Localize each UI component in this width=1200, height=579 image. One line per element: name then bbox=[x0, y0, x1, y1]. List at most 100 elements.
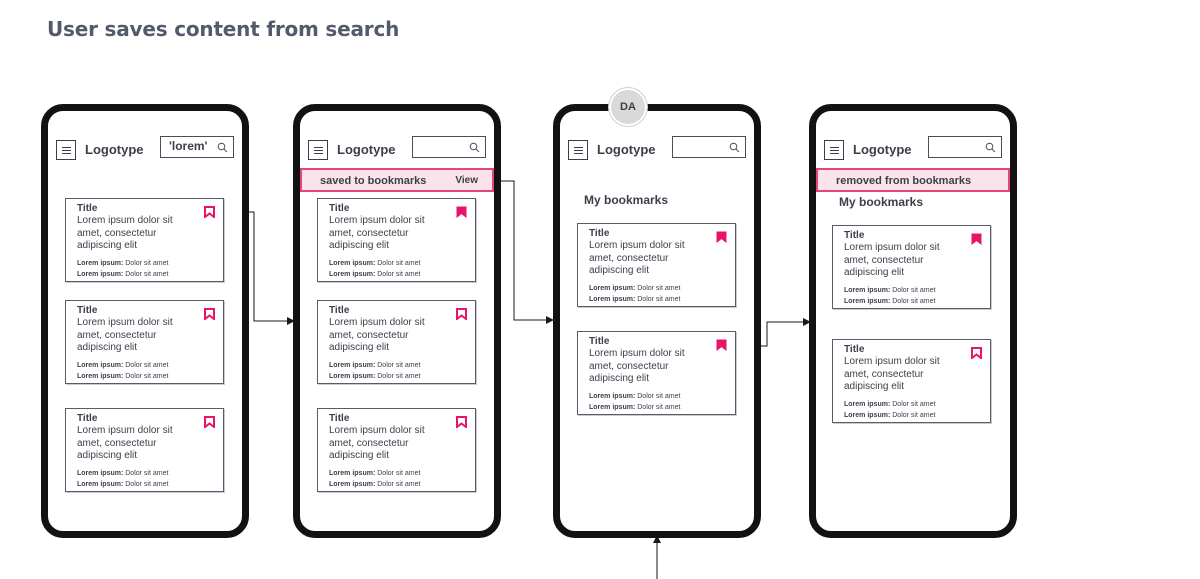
search-icon[interactable] bbox=[469, 142, 480, 153]
card-meta-label: Lorem ipsum: bbox=[77, 260, 124, 267]
card-meta-label: Lorem ipsum: bbox=[589, 296, 636, 303]
card-meta-value: Dolor sit amet bbox=[377, 362, 421, 369]
card-meta-label: Lorem ipsum: bbox=[589, 404, 636, 411]
hamburger-menu-icon[interactable] bbox=[308, 140, 328, 160]
card-body: Lorem ipsum dolor sit amet, consectetur … bbox=[77, 425, 173, 461]
card-meta-value: Dolor sit amet bbox=[125, 362, 169, 369]
card-meta-label: Lorem ipsum: bbox=[329, 470, 376, 477]
card-meta-label: Lorem ipsum: bbox=[589, 285, 636, 292]
card-meta-label: Lorem ipsum: bbox=[77, 373, 124, 380]
card-body: Lorem ipsum dolor sit amet, consectetur … bbox=[844, 356, 940, 392]
card-title: Title bbox=[589, 228, 610, 239]
hamburger-menu-icon[interactable] bbox=[824, 140, 844, 160]
card-meta: Lorem ipsum: Dolor sit amet bbox=[329, 470, 420, 477]
card-meta: Lorem ipsum: Dolor sit amet bbox=[844, 287, 935, 294]
logo: Logotype bbox=[85, 142, 144, 157]
bookmark-outline-icon[interactable] bbox=[971, 347, 982, 359]
card-meta: Lorem ipsum: Dolor sit amet bbox=[329, 373, 420, 380]
card-meta: Lorem ipsum: Dolor sit amet bbox=[329, 260, 420, 267]
card-meta: Lorem ipsum: Dolor sit amet bbox=[589, 296, 680, 303]
card-title: Title bbox=[589, 336, 610, 347]
search-input[interactable]: 'lorem' bbox=[160, 136, 234, 158]
bookmark-outline-icon[interactable] bbox=[204, 206, 215, 218]
logo: Logotype bbox=[853, 142, 912, 157]
card-meta-label: Lorem ipsum: bbox=[844, 287, 891, 294]
card-body: Lorem ipsum dolor sit amet, consectetur … bbox=[589, 348, 685, 384]
app-header: Logotype bbox=[824, 136, 1002, 166]
bookmark-outline-icon[interactable] bbox=[456, 416, 467, 428]
search-icon[interactable] bbox=[217, 142, 228, 153]
bookmark-outline-icon[interactable] bbox=[204, 416, 215, 428]
card-body: Lorem ipsum dolor sit amet, consectetur … bbox=[329, 215, 425, 251]
bookmark-outline-icon[interactable] bbox=[456, 308, 467, 320]
toast-removed-from-bookmarks: removed from bookmarks bbox=[816, 168, 1010, 192]
hamburger-menu-icon[interactable] bbox=[568, 140, 588, 160]
toast-saved-to-bookmarks: saved to bookmarks View bbox=[300, 168, 494, 192]
bookmark-filled-icon[interactable] bbox=[971, 233, 982, 245]
card-meta-label: Lorem ipsum: bbox=[844, 401, 891, 408]
bookmark-filled-icon[interactable] bbox=[716, 339, 727, 351]
card-meta: Lorem ipsum: Dolor sit amet bbox=[77, 362, 168, 369]
card-meta: Lorem ipsum: Dolor sit amet bbox=[77, 373, 168, 380]
search-icon[interactable] bbox=[729, 142, 740, 153]
bookmark-filled-icon[interactable] bbox=[716, 231, 727, 243]
search-input[interactable] bbox=[412, 136, 486, 158]
card-meta-label: Lorem ipsum: bbox=[589, 393, 636, 400]
card-meta-label: Lorem ipsum: bbox=[329, 481, 376, 488]
bookmark-filled-icon[interactable] bbox=[456, 206, 467, 218]
logo: Logotype bbox=[597, 142, 656, 157]
toast-view-link[interactable]: View bbox=[455, 175, 478, 186]
card-meta: Lorem ipsum: Dolor sit amet bbox=[589, 285, 680, 292]
card-meta-value: Dolor sit amet bbox=[892, 298, 936, 305]
page-title: User saves content from search bbox=[47, 17, 400, 41]
card-meta-value: Dolor sit amet bbox=[892, 401, 936, 408]
card-title: Title bbox=[77, 203, 98, 214]
card-meta: Lorem ipsum: Dolor sit amet bbox=[844, 298, 935, 305]
card-meta-label: Lorem ipsum: bbox=[77, 470, 124, 477]
search-icon[interactable] bbox=[985, 142, 996, 153]
card-meta-value: Dolor sit amet bbox=[637, 404, 681, 411]
card-meta-label: Lorem ipsum: bbox=[329, 373, 376, 380]
hamburger-menu-icon[interactable] bbox=[56, 140, 76, 160]
card-meta: Lorem ipsum: Dolor sit amet bbox=[329, 362, 420, 369]
search-input[interactable] bbox=[672, 136, 746, 158]
card-body: Lorem ipsum dolor sit amet, consectetur … bbox=[77, 317, 173, 353]
card-meta: Lorem ipsum: Dolor sit amet bbox=[844, 401, 935, 408]
section-title-my-bookmarks: My bookmarks bbox=[839, 195, 924, 209]
bookmark-outline-icon[interactable] bbox=[204, 308, 215, 320]
card-title: Title bbox=[77, 305, 98, 316]
card-meta-value: Dolor sit amet bbox=[377, 373, 421, 380]
card-meta-label: Lorem ipsum: bbox=[844, 298, 891, 305]
search-input[interactable] bbox=[928, 136, 1002, 158]
logo: Logotype bbox=[337, 142, 396, 157]
card-meta-label: Lorem ipsum: bbox=[77, 481, 124, 488]
card-meta: Lorem ipsum: Dolor sit amet bbox=[844, 412, 935, 419]
card-title: Title bbox=[329, 203, 350, 214]
card-title: Title bbox=[329, 413, 350, 424]
card-meta-label: Lorem ipsum: bbox=[329, 271, 376, 278]
card-meta: Lorem ipsum: Dolor sit amet bbox=[77, 481, 168, 488]
card-meta-label: Lorem ipsum: bbox=[77, 362, 124, 369]
card-meta-value: Dolor sit amet bbox=[637, 393, 681, 400]
card-meta-value: Dolor sit amet bbox=[377, 470, 421, 477]
card-meta-value: Dolor sit amet bbox=[637, 285, 681, 292]
card-meta: Lorem ipsum: Dolor sit amet bbox=[329, 271, 420, 278]
card-meta-value: Dolor sit amet bbox=[377, 260, 421, 267]
toast-message: removed from bookmarks bbox=[836, 175, 972, 187]
card-body: Lorem ipsum dolor sit amet, consectetur … bbox=[589, 240, 685, 276]
card-meta: Lorem ipsum: Dolor sit amet bbox=[589, 393, 680, 400]
phone-removed-from-bookmarks: Logotype removed from bookmarks My bookm… bbox=[809, 104, 1017, 538]
